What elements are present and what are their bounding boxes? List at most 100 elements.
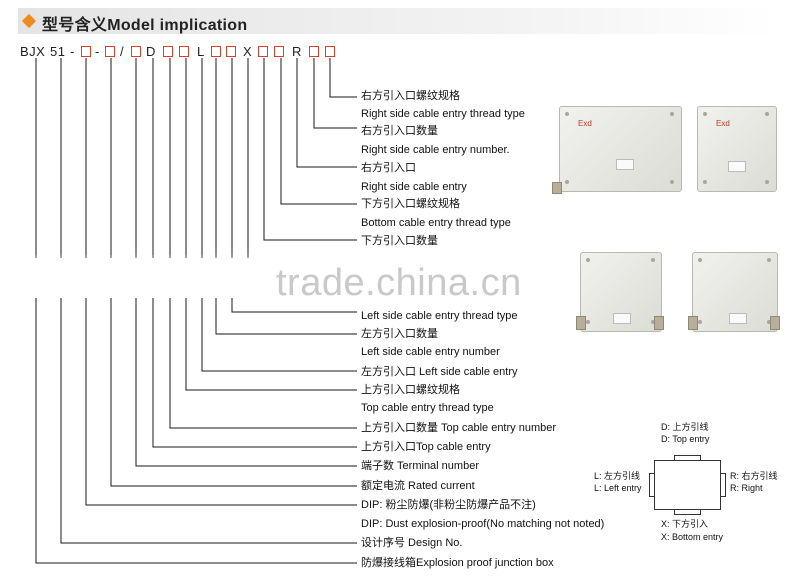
- product-photo-2: Exd: [697, 106, 777, 192]
- leader-right-thread: [329, 58, 357, 98]
- code-box-current: [105, 46, 115, 57]
- nameplate: [616, 159, 634, 170]
- entry-top-en: D: Top entry: [661, 434, 710, 444]
- leader-bottom-number: [263, 58, 357, 241]
- product-photo-3: [580, 252, 662, 332]
- bolt-icon: [565, 180, 569, 184]
- code-prefix: BJX: [20, 44, 46, 59]
- leader-box: [35, 298, 357, 564]
- code-letter-r: R: [292, 44, 302, 59]
- label-bottom-thread-en: Bottom cable entry thread type: [361, 217, 511, 229]
- leader-terminal: [135, 298, 357, 467]
- bolt-icon: [586, 320, 590, 324]
- leader-right-number: [313, 58, 357, 129]
- entry-bottom-cn: X: 下方引入: [661, 519, 709, 529]
- product-photo-1: Exd: [559, 106, 682, 192]
- entry-left-cn: L: 左方引线: [594, 471, 641, 481]
- cable-gland: [688, 316, 698, 330]
- code-box-right-thread: [325, 46, 335, 57]
- entry-right-marker: [720, 473, 726, 497]
- label-right-number-en: Right side cable entry number.: [361, 144, 510, 156]
- code-slash: /: [120, 44, 125, 59]
- section-title: 型号含义Model implication: [42, 17, 248, 34]
- leader-bottom-thread: [280, 58, 357, 205]
- entry-bottom-marker: [674, 509, 701, 515]
- bolt-icon: [703, 112, 707, 116]
- label-bottom-thread-cn: 下方引入口螺纹规格: [361, 198, 460, 210]
- label-right-entry-en: Right side cable entry: [361, 181, 467, 193]
- leader-right-entry: [296, 58, 357, 168]
- blurred-band: [30, 255, 560, 297]
- code-box-top-number: [163, 46, 173, 57]
- code-letter-d: D: [146, 44, 156, 59]
- code-dash-2: -: [95, 44, 100, 59]
- bolt-icon: [767, 320, 771, 324]
- leader-top-thread: [185, 298, 357, 391]
- label-right-number-cn: 右方引入口数量: [361, 125, 438, 137]
- bolt-icon: [767, 258, 771, 262]
- code-series: 51: [50, 44, 66, 59]
- bolt-icon: [765, 112, 769, 116]
- code-letter-x: X: [243, 44, 253, 59]
- label-top-thread-en: Top cable entry thread type: [361, 402, 494, 414]
- leader-design: [60, 298, 357, 544]
- code-box-right-number: [309, 46, 319, 57]
- leader-current: [110, 298, 357, 487]
- label-dip-en: DIP: Dust explosion-proof(No matching no…: [361, 518, 605, 530]
- cable-gland: [576, 316, 586, 330]
- nameplate: [729, 313, 747, 324]
- leader-dip: [85, 298, 357, 506]
- entry-top-marker: [674, 455, 701, 461]
- code-box-left-thread: [226, 46, 236, 57]
- label-dip-cn: DIP: 粉尘防爆(非粉尘防爆产品不注): [361, 499, 536, 511]
- entry-left-marker: [649, 473, 655, 497]
- leader-left-number: [215, 298, 357, 335]
- label-junction-box: 防爆接线箱Explosion proof junction box: [361, 557, 554, 569]
- entry-top-cn: D: 上方引线: [661, 422, 709, 432]
- entry-bottom-en: X: Bottom entry: [661, 532, 724, 542]
- bolt-icon: [565, 112, 569, 116]
- label-left-number-en: Left side cable entry number: [361, 346, 500, 358]
- code-dash-1: -: [70, 44, 75, 59]
- label-top-thread-cn: 上方引入口螺纹规格: [361, 384, 460, 396]
- code-box-top-thread: [179, 46, 189, 57]
- label-right-thread-cn: 右方引入口螺纹规格: [361, 90, 460, 102]
- bolt-icon: [703, 180, 707, 184]
- nameplate: [613, 313, 631, 324]
- label-top-entry: 上方引入口Top cable entry: [361, 441, 491, 453]
- label-design: 设计序号 Design No.: [361, 537, 463, 549]
- label-terminal: 端子数 Terminal number: [361, 460, 479, 472]
- junction-box-diagram: [654, 460, 721, 510]
- code-box-bottom-number: [258, 46, 268, 57]
- nameplate: [728, 161, 746, 172]
- code-letter-l: L: [197, 44, 205, 59]
- bolt-icon: [651, 320, 655, 324]
- bolt-icon: [765, 180, 769, 184]
- section-header: 型号含义Model implication: [18, 8, 778, 34]
- label-right-entry-cn: 右方引入口: [361, 162, 416, 174]
- label-left-thread-en: Left side cable entry thread type: [361, 310, 518, 322]
- photo-mark: Exd: [716, 119, 730, 128]
- entry-right-en: R: Right: [730, 483, 763, 493]
- code-box-bottom-thread: [274, 46, 284, 57]
- label-right-thread-en: Right side cable entry thread type: [361, 108, 525, 120]
- leader-left-entry: [201, 298, 357, 372]
- cable-gland: [770, 316, 780, 330]
- leader-left-thread: [231, 298, 357, 313]
- bolt-icon: [698, 320, 702, 324]
- leader-top-entry: [152, 298, 357, 448]
- photo-mark: Exd: [578, 119, 592, 128]
- code-box-left-number: [211, 46, 221, 57]
- watermark: trade.china.cn: [276, 262, 522, 304]
- bolt-icon: [586, 258, 590, 262]
- bolt-icon: [670, 180, 674, 184]
- leader-top-number: [169, 298, 357, 429]
- entry-right-cn: R: 右方引线: [730, 471, 778, 481]
- bolt-icon: [651, 258, 655, 262]
- code-box-terminal: [131, 46, 141, 57]
- label-bottom-number-cn: 下方引入口数量: [361, 235, 438, 247]
- label-top-number: 上方引入口数量 Top cable entry number: [361, 422, 557, 434]
- bolt-icon: [670, 112, 674, 116]
- code-box-dip: [81, 46, 91, 57]
